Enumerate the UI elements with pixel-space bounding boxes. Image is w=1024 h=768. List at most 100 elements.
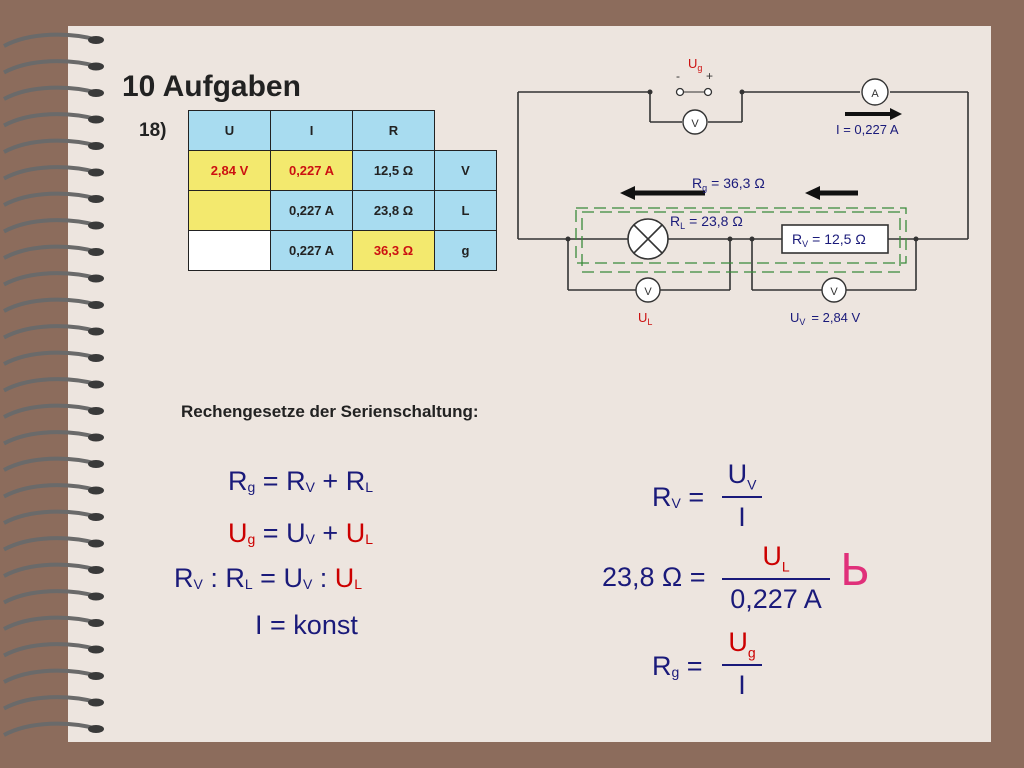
table-cell: 23,8 Ω — [352, 190, 435, 231]
spiral-coil — [3, 85, 99, 101]
spiral-hole — [88, 486, 104, 495]
lamp-symbol — [627, 218, 669, 260]
fraction-numerator: UV — [727, 459, 757, 493]
spiral-coil — [3, 642, 99, 658]
equation-resistance-sum: Rg = RV + RL — [228, 466, 373, 496]
formula-rg-fraction: Ug I — [722, 627, 762, 701]
fraction-bar — [722, 496, 762, 499]
header-cell-i: I — [270, 110, 353, 151]
spiral-hole — [88, 725, 104, 733]
spiral-coil — [3, 509, 99, 525]
spiral-coil — [3, 377, 99, 393]
spiral-coil — [3, 218, 99, 234]
spiral-coil — [3, 615, 99, 631]
dashed-group-box — [575, 207, 907, 264]
equation-ratio: RV : RL = UV : UL — [174, 563, 363, 593]
spiral-coil — [3, 32, 99, 48]
fraction-numerator: UL — [762, 541, 790, 575]
spiral-coil — [3, 589, 99, 605]
spiral-coil — [3, 456, 99, 472]
table-header-row: U I R — [188, 110, 497, 151]
fraction-denominator: 0,227 A — [730, 584, 822, 615]
table-cell: 0,227 A — [270, 150, 353, 191]
table-cell: 36,3 Ω — [352, 230, 435, 271]
spiral-hole — [88, 539, 104, 548]
spiral-coil — [3, 430, 99, 446]
spiral-hole — [88, 354, 104, 362]
spiral-coil — [3, 138, 99, 154]
spiral-hole — [88, 407, 104, 415]
spiral-hole — [88, 168, 104, 177]
spiral-hole — [88, 89, 104, 97]
spiral-hole — [88, 566, 104, 574]
voltmeter-label: V — [691, 118, 699, 130]
formula-rv-fraction: UV I — [722, 459, 762, 533]
spiral-coil — [3, 536, 99, 552]
spiral-coil — [3, 191, 99, 207]
fraction-numerator: Ug — [728, 627, 756, 661]
table-cell: g — [434, 230, 497, 271]
exercise-number: 18) — [139, 120, 167, 141]
minus-sign: - — [676, 69, 680, 83]
spiral-hole — [88, 645, 104, 654]
check-mark: Ь — [840, 545, 871, 596]
spiral-hole — [88, 327, 104, 336]
header-cell-empty — [434, 110, 497, 151]
spiral-hole — [88, 248, 104, 256]
table-cell — [188, 190, 271, 231]
spiral-coil — [3, 483, 99, 499]
spiral-hole — [88, 62, 104, 71]
spiral-coil — [3, 403, 99, 419]
uv-label: UV= 2,84 V — [790, 310, 861, 327]
formula-rg-lhs: Rg = — [652, 651, 703, 681]
spiral-hole — [88, 142, 104, 150]
table-row: 0,227 A 23,8 Ω L — [188, 190, 497, 231]
voltmeter-label: V — [830, 286, 838, 298]
header-cell-r: R — [352, 110, 435, 151]
spiral-hole — [88, 433, 104, 442]
rules-heading: Rechengesetze der Serienschaltung: — [181, 402, 479, 421]
fraction-bar — [722, 664, 762, 667]
formula-rl-lhs: 23,8 Ω = — [602, 562, 706, 592]
ul-label: UL — [638, 310, 652, 327]
spiral-hole — [88, 274, 104, 283]
spiral-hole — [88, 672, 104, 680]
spiral-coil — [3, 324, 99, 340]
spiral-hole — [88, 380, 104, 389]
fraction-denominator: I — [738, 502, 746, 533]
spiral-coil — [3, 297, 99, 313]
table-cell: 0,227 A — [270, 230, 353, 271]
resistor-symbol — [781, 224, 889, 254]
equation-current-constant: I = konst — [255, 610, 358, 640]
rl-label: RL= 23,8 Ω — [670, 213, 743, 231]
spiral-coil — [3, 59, 99, 75]
ammeter-label: A — [871, 88, 879, 100]
rg-label: Rg= 36,3 Ω — [692, 175, 765, 193]
spiral-coil — [3, 668, 99, 684]
fraction-bar — [722, 578, 830, 581]
plus-sign: + — [706, 69, 713, 83]
spiral-hole — [88, 221, 104, 230]
spiral-coil — [3, 271, 99, 287]
values-table: U I R 2,84 V 0,227 A 12,5 Ω V 0,227 A 23… — [188, 110, 497, 271]
table-row: 2,84 V 0,227 A 12,5 Ω V — [188, 150, 497, 191]
spiral-hole — [88, 460, 104, 468]
spiral-coil — [3, 350, 99, 366]
table-cell: 12,5 Ω — [352, 150, 435, 191]
current-label: I = 0,227 A — [836, 122, 899, 137]
spiral-hole — [88, 115, 104, 124]
spiral-coil — [3, 112, 99, 128]
table-row: 0,227 A 36,3 Ω g — [188, 230, 497, 271]
page-title: 10 Aufgaben — [122, 70, 301, 103]
spiral-binding — [3, 32, 104, 737]
header-cell-u: U — [188, 110, 271, 151]
rv-label: RV= 12,5 Ω — [792, 231, 866, 249]
equation-voltage-sum: Ug = UV + UL — [228, 518, 373, 548]
table-cell: V — [434, 150, 497, 191]
ug-label: Ug — [688, 56, 702, 73]
dashed-group-box — [581, 211, 901, 273]
formula-rl-fraction: UL 0,227 A — [722, 541, 830, 615]
spiral-hole — [88, 301, 104, 309]
table-cell: L — [434, 190, 497, 231]
formula-rv-lhs: RV = — [652, 482, 705, 512]
